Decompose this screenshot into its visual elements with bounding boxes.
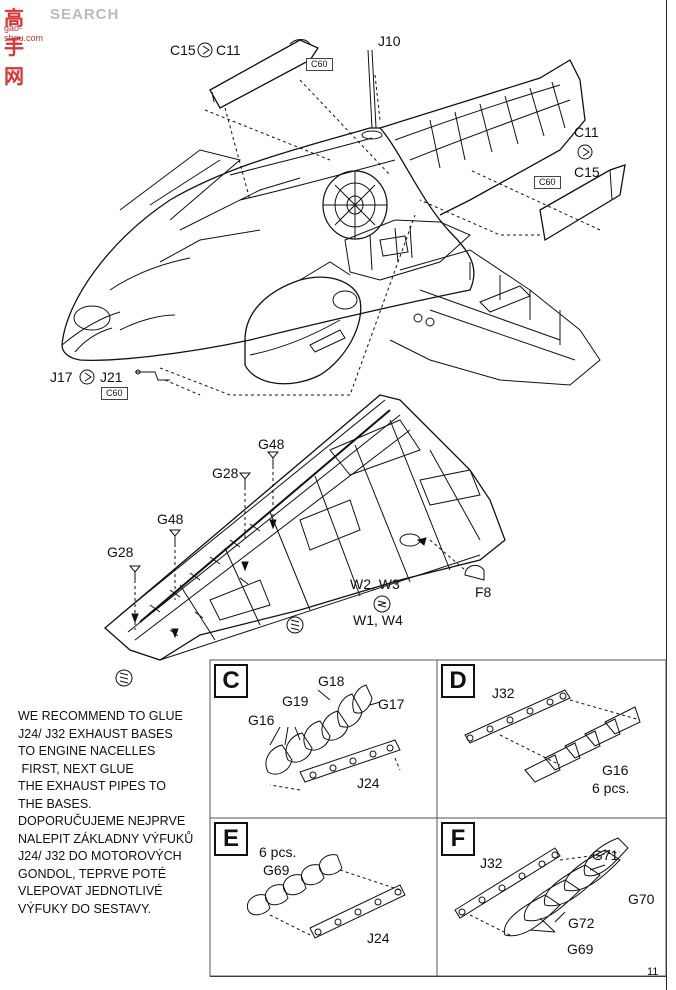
note-line: THE EXHAUST PIPES TO <box>18 779 166 793</box>
label-g28-a: G28 <box>212 465 239 481</box>
label-c11-top: C11 <box>216 42 241 58</box>
wing-underside-drawing <box>104 394 506 687</box>
label-j24-e: J24 <box>367 930 390 946</box>
label-g48-b: G48 <box>157 511 184 527</box>
detail-panel-frames <box>209 659 667 977</box>
label-j17: J17 <box>50 369 73 385</box>
label-g70: G70 <box>628 891 655 907</box>
panel-d-drawing <box>464 689 641 783</box>
label-g16-d: G16 <box>602 762 629 778</box>
label-g48-a: G48 <box>258 436 285 452</box>
label-w2-w3: W2, W3 <box>350 576 400 592</box>
note-line: TO ENGINE NACELLES <box>18 744 156 758</box>
label-g69-f: G69 <box>567 941 594 957</box>
label-c11-right: C11 <box>574 124 599 140</box>
label-c15-right: C15 <box>574 164 600 180</box>
panel-f-drawing <box>454 837 629 937</box>
note-line: THE BASES. <box>18 796 92 811</box>
label-g19: G19 <box>282 693 309 709</box>
label-c15-top: C15 <box>170 42 196 58</box>
label-g71: G71 <box>592 847 619 863</box>
note-line: J24/ J32 DO MOTOROVÝCH <box>18 849 182 863</box>
note-line: J24/ J32 EXHAUST BASES <box>18 726 173 741</box>
label-w1-w4: W1, W4 <box>353 612 403 628</box>
label-g72: G72 <box>568 915 595 931</box>
label-j21: J21 <box>100 369 123 385</box>
note-line: NALEPIT ZÁKLADNY VÝFUKŮ <box>18 831 194 846</box>
page-frame-right <box>666 0 667 990</box>
panel-c-letter: C <box>214 664 248 698</box>
ref-c60-top: C60 <box>306 58 333 71</box>
label-g69-e: G69 <box>263 862 290 878</box>
label-pcs-e: 6 pcs. <box>259 844 297 860</box>
panel-d-letter: D <box>441 664 475 698</box>
leader-lines <box>269 689 611 933</box>
ref-c60-right: C60 <box>534 176 561 189</box>
note-line: GONDOL, TEPRVE POTÉ <box>18 866 167 881</box>
panel-e-letter: E <box>214 822 248 856</box>
label-g18: G18 <box>318 673 345 689</box>
panel-f-letter: F <box>441 822 475 856</box>
note-line: VÝFUKY DO SESTAVY. <box>18 901 152 916</box>
note-line: WE RECOMMEND TO GLUE <box>18 709 183 723</box>
watermark-logo: 高手网 <box>4 8 25 88</box>
panel-e-drawing <box>246 854 406 939</box>
note-line: FIRST, NEXT GLUE <box>18 761 134 776</box>
label-f8: F8 <box>475 584 492 600</box>
watermark-url: gao-shou.com <box>4 23 44 43</box>
label-j32-f: J32 <box>480 855 503 871</box>
note-line: VLEPOVAT JEDNOTLIVÉ <box>18 884 163 898</box>
label-pcs-d: 6 pcs. <box>592 780 630 796</box>
page-number: 11 <box>647 966 659 978</box>
watermark-search: SEARCH <box>50 6 120 23</box>
note-line: DOPORUČUJEME NEJPRVE <box>18 814 186 828</box>
fuselage-drawing <box>61 39 626 396</box>
panel-c-drawing <box>265 684 401 791</box>
label-j10: J10 <box>378 33 401 49</box>
label-j24-c: J24 <box>357 775 380 791</box>
label-j32-d: J32 <box>492 685 515 701</box>
label-g28-b: G28 <box>107 544 134 560</box>
label-g17: G17 <box>378 696 405 712</box>
ref-c60-left: C60 <box>101 387 128 400</box>
assembly-note: WE RECOMMEND TO GLUE J24/ J32 EXHAUST BA… <box>18 708 208 918</box>
glue-symbols <box>79 42 593 385</box>
label-g16-c: G16 <box>248 712 275 728</box>
